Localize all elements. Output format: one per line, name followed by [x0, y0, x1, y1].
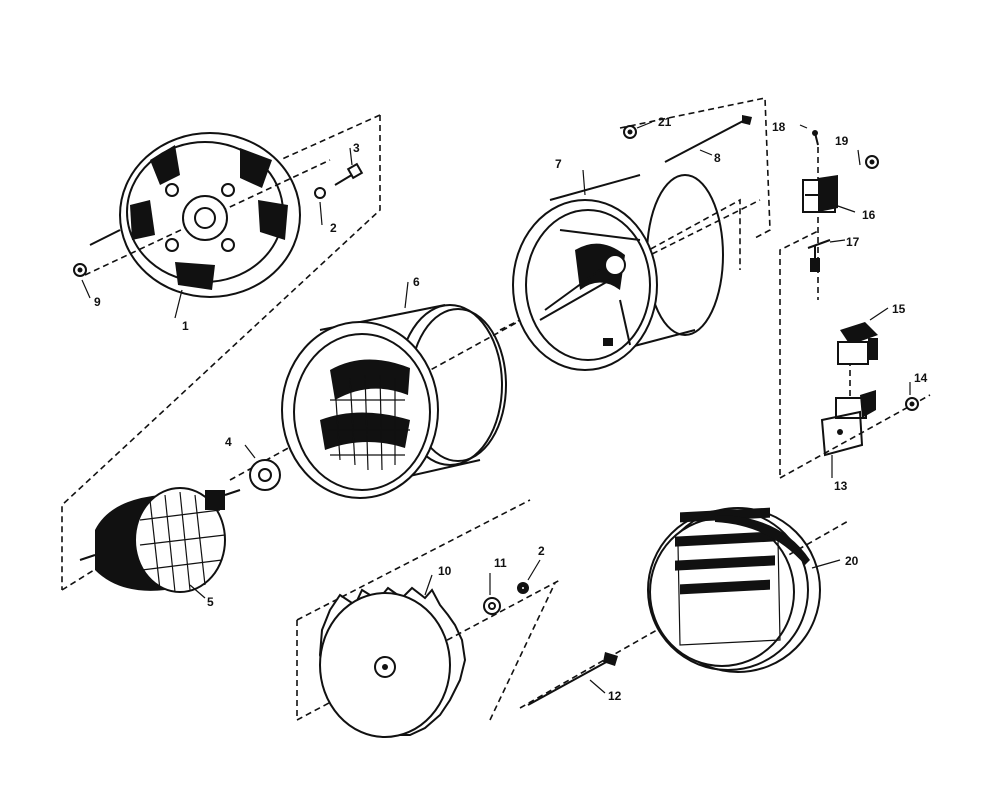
stator-winding-slots — [328, 374, 410, 471]
part-14-nut — [905, 397, 919, 411]
part-label-8: 8 — [714, 151, 721, 165]
part-label-2-upper: 2 — [330, 221, 337, 235]
part-20-grille-cover — [647, 507, 821, 673]
part-label-16: 16 — [862, 208, 876, 222]
part-label-19: 19 — [835, 134, 849, 148]
part-17-connector — [807, 239, 831, 272]
grille-slots — [675, 507, 781, 646]
part-18-screw — [812, 130, 819, 146]
part-6-stator-housing — [281, 304, 507, 499]
part-1-end-bell — [89, 132, 301, 298]
part-label-4: 4 — [225, 435, 232, 449]
part-9-nut — [73, 263, 87, 277]
part-label-12: 12 — [608, 689, 622, 703]
part-15-switch-cap — [837, 322, 878, 365]
part-label-5: 5 — [207, 595, 214, 609]
part-3-screw — [334, 162, 364, 186]
part-label-7: 7 — [555, 157, 562, 171]
part-13-switch-bracket — [820, 390, 876, 457]
part-label-1: 1 — [182, 319, 189, 333]
part-21-washer — [623, 125, 637, 139]
part-16-terminal-block — [802, 175, 838, 213]
part-label-6: 6 — [413, 275, 420, 289]
part-10-fan — [318, 586, 467, 738]
part-4-bearing — [249, 459, 281, 491]
part-label-2-lower: 2 — [538, 544, 545, 558]
part-label-9: 9 — [94, 295, 101, 309]
part-label-13: 13 — [834, 479, 848, 493]
part-label-10: 10 — [438, 564, 452, 578]
part-2-nut-lower — [517, 582, 529, 594]
part-11-washer — [483, 597, 501, 615]
part-2-washer-upper — [314, 187, 326, 199]
part-label-14: 14 — [914, 371, 928, 385]
part-19-nut — [865, 155, 879, 169]
part-label-20: 20 — [845, 554, 859, 568]
part-label-17: 17 — [846, 235, 860, 249]
part-12-long-bolt — [527, 652, 618, 706]
part-label-18: 18 — [772, 120, 786, 134]
part-8-through-bolt — [664, 115, 752, 163]
part-label-15: 15 — [892, 302, 906, 316]
part-7-front-housing — [512, 174, 724, 371]
part-label-11: 11 — [494, 556, 507, 570]
part-5-armature — [79, 487, 241, 593]
part-label-21: 21 — [658, 115, 672, 129]
part-label-3: 3 — [353, 141, 360, 155]
